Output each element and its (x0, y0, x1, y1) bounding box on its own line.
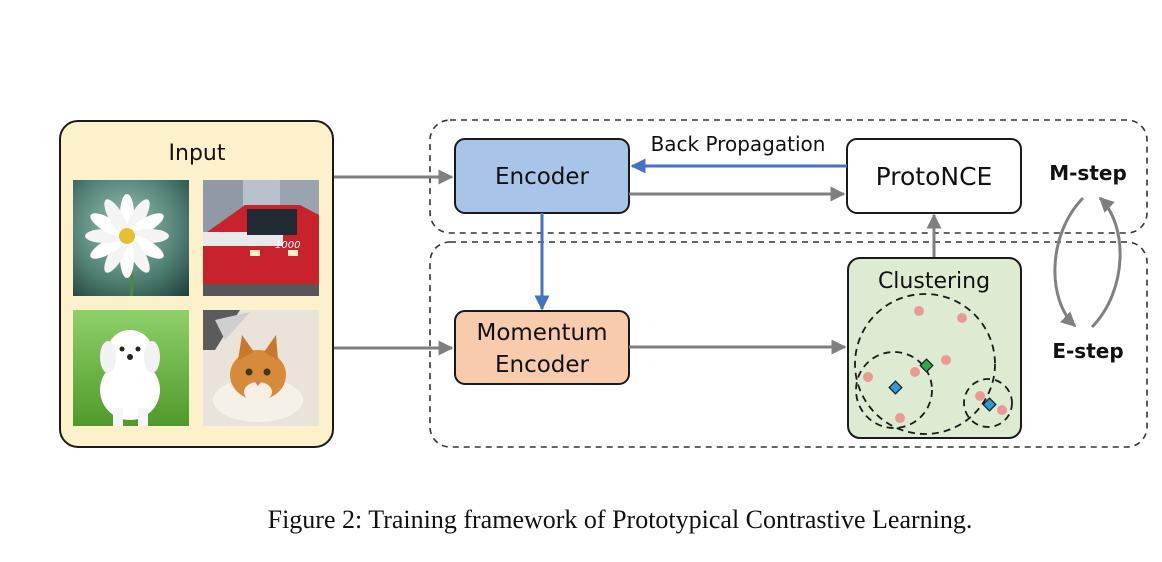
cat-image (203, 310, 319, 426)
data-point (914, 306, 924, 316)
dog-image (73, 310, 189, 426)
clustering-title: Clustering (878, 269, 990, 294)
train-image: 1000 (203, 180, 319, 296)
momentum-encoder-label-line1: Momentum (476, 320, 607, 346)
m-step-label: M-step (1049, 161, 1127, 185)
m-to-e-cycle-arrow (1053, 196, 1085, 328)
prototype-blue (888, 380, 903, 395)
data-point (975, 391, 985, 401)
caption-text: Training framework of Prototypical Contr… (368, 505, 973, 534)
protonce-label: ProtoNCE (876, 162, 993, 191)
momentum-encoder-label-line2: Encoder (495, 352, 590, 378)
data-point (957, 313, 967, 323)
clustering-plot (854, 293, 1013, 435)
data-point (997, 405, 1007, 415)
framework-diagram: Input (59, 119, 1148, 448)
data-point (863, 372, 873, 382)
prototype-blue (982, 397, 997, 412)
cluster-boundary-medium (855, 351, 933, 429)
e-to-m-cycle-arrow (1090, 196, 1122, 329)
figure-caption: Figure 2: Training framework of Prototyp… (0, 505, 1162, 535)
flower-image (73, 180, 189, 296)
protonce-box (846, 138, 1022, 214)
figure-number: Figure 2: (267, 505, 363, 534)
data-point (910, 367, 920, 377)
data-point (895, 413, 905, 423)
svg-text:1000: 1000 (275, 240, 300, 251)
e-step-dashed-region (429, 241, 1148, 448)
cluster-boundary-small (963, 378, 1013, 428)
data-point (941, 355, 951, 365)
e-step-label: E-step (1052, 339, 1123, 363)
input-title: Input (169, 141, 226, 166)
back-propagation-label: Back Propagation (651, 132, 826, 156)
cluster-boundary-large (854, 293, 996, 435)
prototype-green (919, 358, 934, 373)
encoder-label: Encoder (495, 164, 590, 190)
